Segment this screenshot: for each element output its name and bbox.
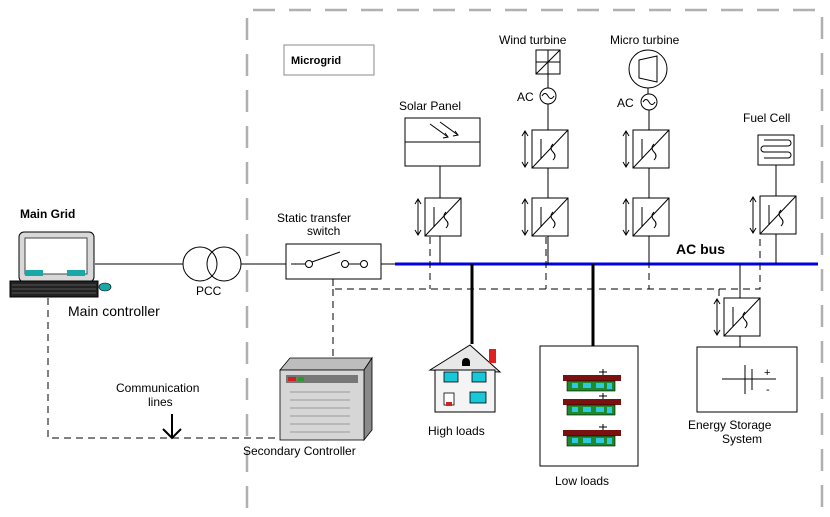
secondary-controller-label: Secondary Controller	[243, 444, 356, 458]
main-grid-label: Main Grid	[20, 207, 75, 221]
micro-ac-label: AC	[617, 96, 634, 110]
solar-panel-icon	[404, 117, 481, 167]
fuel-cell-label: Fuel Cell	[743, 111, 790, 125]
wind-ac-label: AC	[517, 90, 534, 104]
pcc-transformer-icon	[182, 246, 242, 282]
fuel-cell-icon	[757, 134, 795, 166]
micro-converter-2-icon	[622, 197, 670, 237]
communication-label-1: Communication	[116, 381, 199, 395]
energy-storage-label-1: Energy Storage	[688, 418, 772, 432]
wind-turbine-label: Wind turbine	[499, 33, 567, 47]
static-transfer-switch-icon	[285, 243, 382, 280]
low-loads-label: Low loads	[555, 474, 609, 488]
fuel-converter-icon	[749, 195, 797, 235]
main-controller-label: Main controller	[68, 303, 160, 319]
wind-converter-1-icon	[521, 129, 569, 169]
static-transfer-label-1: Static transfer	[277, 211, 351, 225]
communication-arrow-icon	[162, 414, 182, 440]
communication-label-2: lines	[148, 395, 173, 409]
server-icon	[279, 356, 373, 442]
battery-plus-label: +	[764, 367, 770, 379]
micro-converter-1-icon	[622, 129, 670, 169]
wind-turbine-icon	[535, 49, 561, 75]
solar-converter-icon	[414, 197, 462, 237]
micro-ac-source-icon	[640, 93, 658, 111]
high-loads-label: High loads	[428, 424, 485, 438]
pcc-label: PCC	[196, 284, 222, 298]
microgrid-label: Microgrid	[291, 55, 341, 67]
wind-ac-source-icon	[539, 87, 557, 105]
storage-converter-icon	[713, 297, 761, 337]
solar-panel-label: Solar Panel	[399, 99, 461, 113]
energy-storage-label-2: System	[722, 432, 762, 446]
house-icon	[428, 344, 502, 413]
battery-icon	[696, 346, 798, 413]
micro-turbine-label: Micro turbine	[610, 33, 680, 47]
wind-converter-2-icon	[521, 197, 569, 237]
computer-icon	[9, 231, 112, 298]
micro-turbine-icon	[628, 49, 668, 89]
static-transfer-label-2: switch	[307, 224, 340, 238]
ac-bus-label: AC bus	[676, 241, 725, 257]
microgrid-label-box	[283, 44, 375, 76]
battery-minus-label: -	[766, 384, 770, 396]
